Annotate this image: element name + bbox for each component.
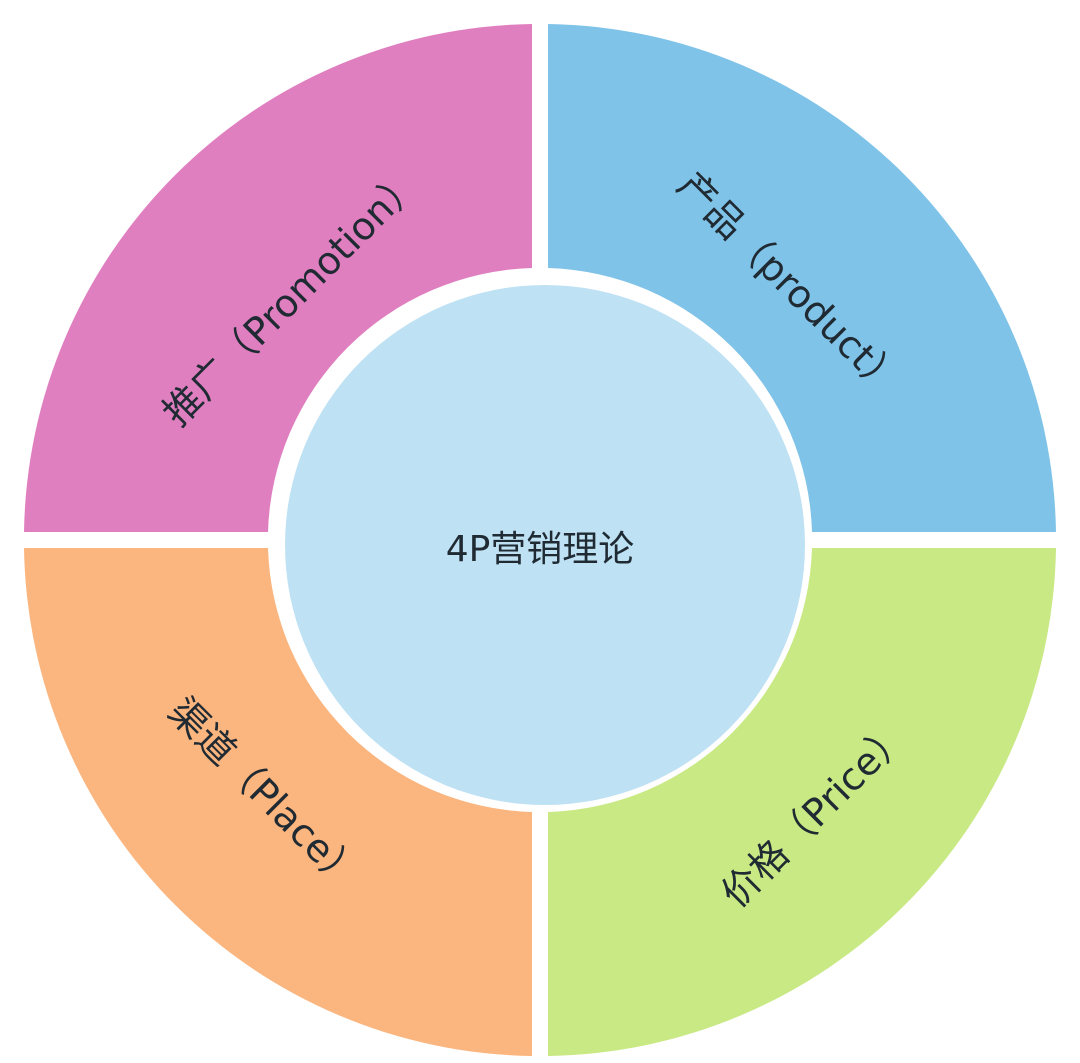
promotion-sector — [24, 24, 532, 532]
center-title: 4P营销理论 — [445, 529, 635, 570]
place-sector — [24, 548, 532, 1056]
center-circle — [285, 285, 805, 805]
product-sector — [548, 24, 1056, 532]
price-sector — [548, 548, 1056, 1056]
